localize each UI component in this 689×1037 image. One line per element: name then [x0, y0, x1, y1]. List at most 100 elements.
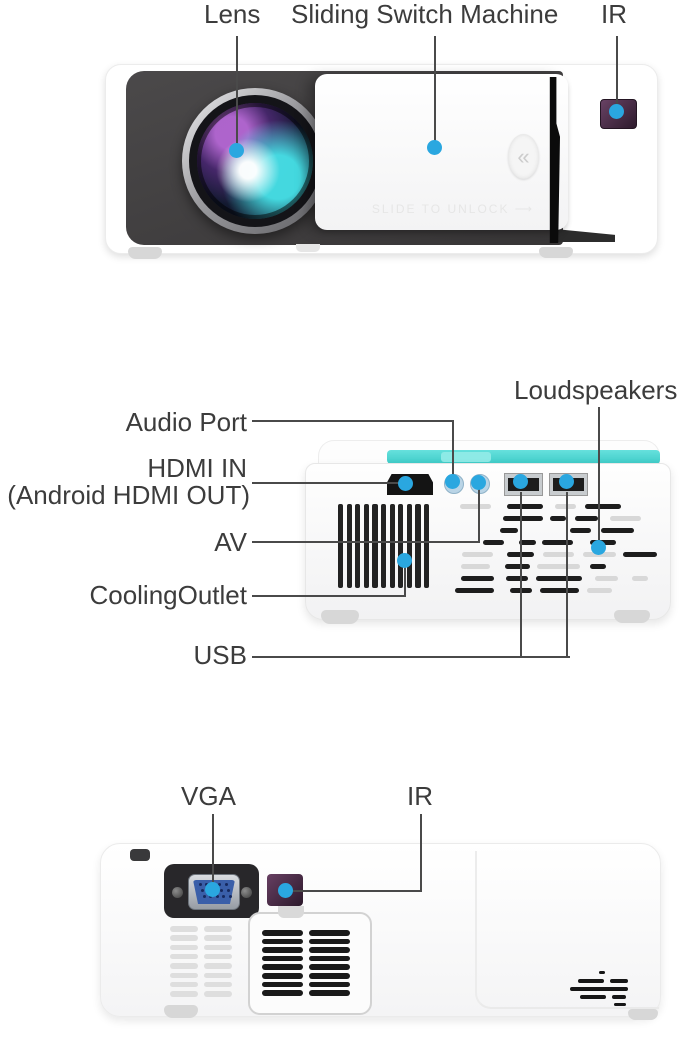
- hdmi-callout-line: [252, 482, 403, 484]
- foot: [628, 1009, 658, 1020]
- label-loudspeakers: Loudspeakers: [514, 375, 678, 405]
- vent-bar: [309, 990, 350, 996]
- foot: [128, 247, 162, 259]
- grille-dash: [506, 576, 528, 581]
- callout-dot-hdmi: [398, 476, 413, 491]
- vent-dash: [170, 981, 198, 988]
- vga-pin: [224, 883, 228, 886]
- grille-dash: [461, 552, 493, 557]
- ir-bottom-callout-line: [292, 890, 422, 892]
- vent-bar: [346, 504, 352, 588]
- vga-pin: [220, 889, 224, 892]
- vent-bar: [262, 990, 303, 996]
- audio-port-callout-line: [252, 420, 453, 422]
- bottom-left-vents: [170, 926, 236, 1002]
- lens-glass: [197, 103, 313, 219]
- grille-dash: [589, 564, 606, 569]
- vent-dash: [204, 981, 232, 988]
- grille-dash: [585, 504, 621, 509]
- callout-dot-lens: [229, 143, 244, 158]
- vent-bar: [406, 504, 412, 588]
- grille-dash: [455, 588, 494, 593]
- panel-seam: [475, 851, 659, 1009]
- grille-dash: [612, 995, 626, 999]
- vent-bar: [262, 955, 303, 962]
- foot: [296, 244, 320, 252]
- bottom-vent-bars: [262, 930, 354, 998]
- grille-dash: [554, 504, 576, 509]
- vga-pin: [226, 889, 230, 892]
- vent-dash: [204, 991, 232, 997]
- label-hdmi-in-sub: (Android HDMI OUT): [7, 480, 250, 510]
- cooling-callout-line: [252, 595, 406, 597]
- vga-callout-line: [212, 814, 214, 884]
- vent-bar: [381, 504, 387, 588]
- cooling-callout-line: [404, 558, 406, 597]
- grille-dash: [460, 576, 495, 581]
- vga-pin: [199, 883, 202, 886]
- slide-to-unlock-text: SLIDE TO UNLOCK ⟶: [371, 202, 534, 216]
- label-ir-bottom: IR: [407, 781, 433, 811]
- grille-dash: [575, 516, 598, 521]
- av-callout-line: [478, 488, 480, 543]
- grille-dash: [623, 552, 657, 557]
- grille-dash: [610, 979, 628, 983]
- label-lens: Lens: [204, 0, 261, 29]
- usb-callout-line: [252, 656, 570, 658]
- vga-pin: [215, 895, 219, 898]
- grille-dash: [550, 516, 567, 521]
- foot: [614, 610, 650, 623]
- callout-dot-vga: [205, 882, 220, 897]
- label-cooling-outlet: CoolingOutlet: [89, 580, 247, 610]
- vent-bar: [309, 981, 350, 988]
- vent-bar: [363, 504, 369, 588]
- grille-dash: [482, 540, 505, 545]
- vent-bar: [389, 504, 395, 588]
- vent-bar: [262, 930, 303, 936]
- vga-pin: [222, 895, 226, 898]
- callout-dot-av: [471, 475, 486, 490]
- vga-pin: [201, 889, 204, 892]
- cooling-vent-slots: [338, 504, 433, 589]
- projector-back-view: [305, 440, 671, 626]
- label-vga: VGA: [181, 781, 236, 811]
- grille-dash: [594, 576, 618, 581]
- projector-top-view: SLIDE TO UNLOCK ⟶ «: [105, 64, 658, 259]
- grille-dash: [504, 564, 530, 569]
- vent-bar: [415, 504, 421, 588]
- vent-bar: [309, 938, 350, 945]
- grille-dash: [536, 576, 582, 581]
- callout-dot-ir-bottom: [278, 883, 293, 898]
- vga-pin: [218, 883, 222, 886]
- grille-dash: [600, 528, 634, 533]
- vent-bar: [338, 504, 344, 588]
- callout-dot-usb1: [513, 474, 528, 489]
- grille-dash: [609, 516, 642, 521]
- vent-bar: [309, 973, 350, 979]
- audio-port-callout-line: [452, 420, 454, 478]
- screw: [241, 887, 252, 898]
- callout-dot-usb2: [559, 474, 574, 489]
- callout-dot-loudspeaker: [591, 540, 606, 555]
- grille-dash: [460, 504, 491, 509]
- vent-dash: [204, 935, 232, 941]
- grille-dash: [578, 979, 604, 983]
- vent-dash: [204, 972, 232, 978]
- vent-dash: [204, 963, 232, 969]
- speaker-grille: [452, 504, 659, 599]
- loudspeakers-callout-line: [598, 407, 600, 548]
- lens: [182, 88, 328, 234]
- vent-bar: [355, 504, 361, 588]
- foot: [164, 1005, 198, 1018]
- grille-dash: [503, 516, 544, 521]
- grille-dash: [542, 552, 575, 557]
- vent-bar: [309, 947, 350, 953]
- grille-dash: [569, 528, 592, 533]
- label-audio-port: Audio Port: [125, 407, 247, 437]
- callout-dot-ir-top: [609, 104, 624, 119]
- vent-dash: [170, 963, 198, 969]
- cyan-strip-notch: [441, 452, 491, 462]
- sliding-switch-callout-line: [434, 36, 436, 148]
- grille-dash: [599, 971, 605, 974]
- vent-bar: [262, 938, 303, 945]
